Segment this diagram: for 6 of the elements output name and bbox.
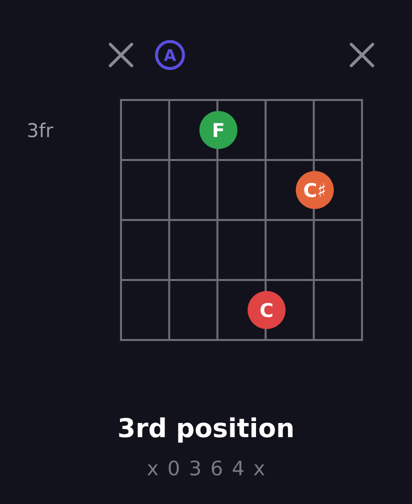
open-string-ring: A: [155, 40, 185, 70]
mute-mark: [108, 42, 134, 68]
chord-title: 3rd position: [119, 417, 293, 443]
fret-number: 3fr: [28, 122, 54, 138]
mute-mark: [350, 42, 374, 68]
fingering-text: x 0 3 6 4 x: [147, 460, 264, 476]
